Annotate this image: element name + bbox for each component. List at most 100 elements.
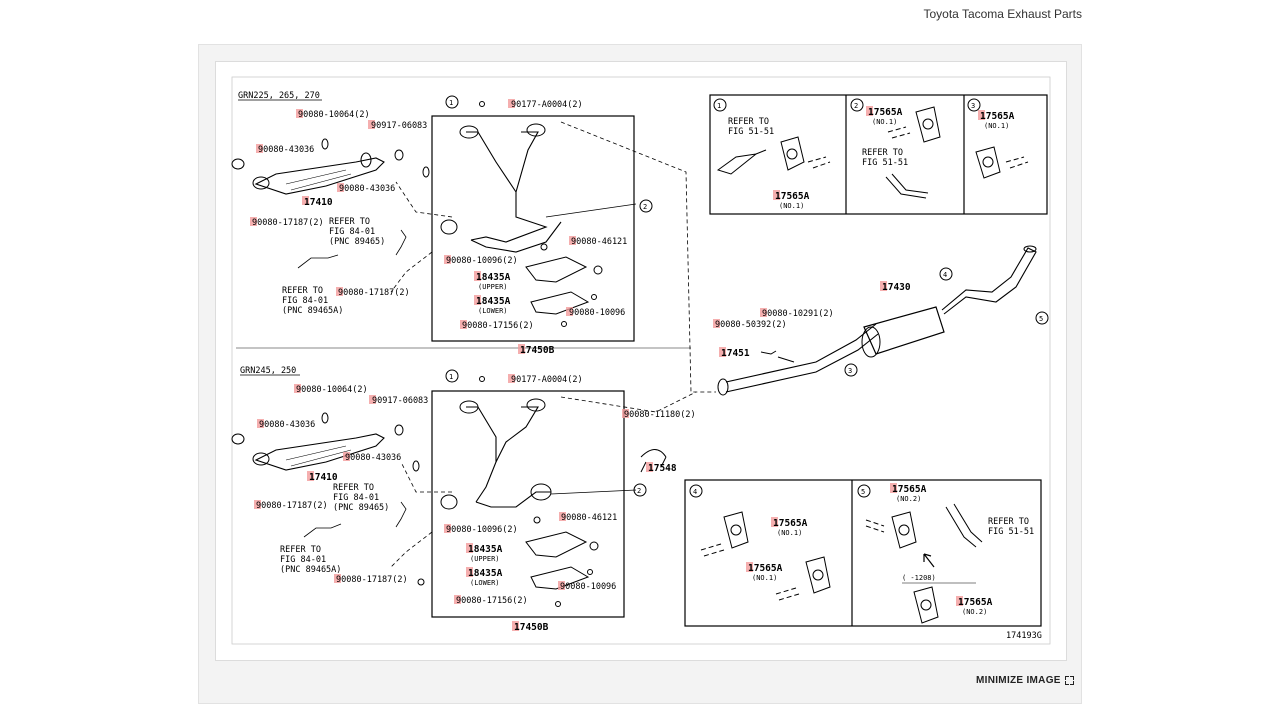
diagram-border xyxy=(231,76,1051,645)
label-bottom-r1b: FIG 84-01 xyxy=(333,493,379,503)
label-top-r1c: (PNC 89465) xyxy=(329,237,385,247)
label-top-p4: 90080-43036 xyxy=(339,184,395,194)
detail4-sub2: (NO.1) xyxy=(752,574,777,582)
label-bottom-p13: 90080-10096 xyxy=(560,582,616,592)
label-top-p14: 90080-17156(2) xyxy=(462,321,534,331)
detail4-part1: 17565A xyxy=(773,518,808,529)
detail2-rb: FIG 51-51 xyxy=(862,158,908,168)
label-bottom-p17: 17548 xyxy=(648,463,677,474)
diagram-frame: GRN225, 265, 270 xyxy=(215,61,1067,661)
callout-2-top: 2 xyxy=(643,203,647,211)
label-top-r2b: FIG 84-01 xyxy=(282,296,328,306)
detail4-part2: 17565A xyxy=(748,563,783,574)
detail4-num: 4 xyxy=(693,488,697,496)
label-top-p1: 90080-10064(2) xyxy=(298,110,370,120)
label-bottom-p8: 90177-A0004(2) xyxy=(511,375,583,385)
callout-3-main: 3 xyxy=(848,367,852,375)
page-title: Toyota Tacoma Exhaust Parts xyxy=(923,7,1082,21)
detail2-ra: REFER TO xyxy=(862,148,903,158)
label-right-p4: 17451 xyxy=(721,348,750,359)
callout-1-bottom: 1 xyxy=(449,373,453,381)
label-bottom-p1: 90080-10064(2) xyxy=(296,385,368,395)
callout-2-bottom: 2 xyxy=(637,487,641,495)
detail3-part: 17565A xyxy=(980,111,1015,122)
detail1-num: 1 xyxy=(717,102,721,110)
label-bottom-p14: 90080-17156(2) xyxy=(456,596,528,606)
detail5-part1: 17565A xyxy=(892,484,927,495)
top-heading: GRN225, 265, 270 xyxy=(238,91,320,101)
detail5-num: 5 xyxy=(861,488,865,496)
exhaust-parts-diagram: GRN225, 265, 270 xyxy=(231,76,1051,645)
label-top-p2: 90917-06083 xyxy=(371,121,427,131)
label-bottom-p3: 90080-43036 xyxy=(259,420,315,430)
detail2-num: 2 xyxy=(854,102,858,110)
detail5-ra: REFER TO xyxy=(988,517,1029,527)
detail2-sub: (NO.1) xyxy=(872,118,897,126)
detail-box-bottom: 4 17565A (NO.1) 17565A (NO.1) 5 17565A (… xyxy=(684,479,1042,627)
detail1-ra: REFER TO xyxy=(728,117,769,127)
minimize-label: MINIMIZE IMAGE xyxy=(976,675,1061,686)
detail5-sub2: (NO.2) xyxy=(962,608,987,616)
minimize-image-button[interactable]: MINIMIZE IMAGE xyxy=(976,675,1074,686)
label-bottom-p6: 90080-17187(2) xyxy=(256,501,328,511)
figure-code: 174193G xyxy=(1006,631,1042,641)
detail4-sub1: (NO.1) xyxy=(777,529,802,537)
label-top-p10: 90080-10096(2) xyxy=(446,256,518,266)
detail3-sub: (NO.1) xyxy=(984,122,1009,130)
label-top-p11s: (UPPER) xyxy=(478,283,508,291)
callout-4-main: 4 xyxy=(943,271,947,279)
callout-1-top: 1 xyxy=(449,99,453,107)
label-bottom-p12: 18435A xyxy=(468,568,503,579)
label-bottom-p16: 90080-11180(2) xyxy=(624,410,696,420)
top-section: GRN225, 265, 270 xyxy=(231,91,716,393)
label-top-r2a: REFER TO xyxy=(282,286,323,296)
label-bottom-r2a: REFER TO xyxy=(280,545,321,555)
label-top-p12s: (LOWER) xyxy=(478,307,508,315)
label-top-p6: 90080-17187(2) xyxy=(252,218,324,228)
label-bottom-p5: 17410 xyxy=(309,472,338,483)
label-top-p7: 90080-17187(2) xyxy=(338,288,410,298)
label-top-p8: 90177-A0004(2) xyxy=(511,100,583,110)
label-top-p9: 90080-46121 xyxy=(571,237,627,247)
label-bottom-p15: 17450B xyxy=(514,622,549,633)
detail3-num: 3 xyxy=(971,102,975,110)
image-viewer: GRN225, 265, 270 xyxy=(198,44,1082,704)
detail5-sub1: (NO.2) xyxy=(896,495,921,503)
label-bottom-p2: 90917-06083 xyxy=(372,396,428,406)
bottom-section: GRN245, 250 xyxy=(231,366,697,633)
detail1-rb: FIG 51-51 xyxy=(728,127,774,137)
label-right-p3: 90080-50392(2) xyxy=(715,320,787,330)
label-top-p13: 90080-10096 xyxy=(569,308,625,318)
label-bottom-p9: 90080-46121 xyxy=(561,513,617,523)
label-top-p3: 90080-43036 xyxy=(258,145,314,155)
detail5-part2: 17565A xyxy=(958,597,993,608)
label-bottom-r2c: (PNC 89465A) xyxy=(280,565,341,575)
label-top-p15: 17450B xyxy=(520,345,555,356)
label-top-p11: 18435A xyxy=(476,272,511,283)
label-bottom-p10: 90080-10096(2) xyxy=(446,525,518,535)
label-top-p12: 18435A xyxy=(476,296,511,307)
detail2-part: 17565A xyxy=(868,107,903,118)
detail-box-top: 1 REFER TO FIG 51-51 17565A (NO.1) 2 175… xyxy=(709,94,1048,215)
label-bottom-p4: 90080-43036 xyxy=(345,453,401,463)
label-bottom-r1c: (PNC 89465) xyxy=(333,503,389,513)
bottom-heading: GRN245, 250 xyxy=(240,366,296,376)
callout-5-main: 5 xyxy=(1039,315,1043,323)
detail1-sub: (NO.1) xyxy=(779,202,804,210)
label-top-r1a: REFER TO xyxy=(329,217,370,227)
label-bottom-p7: 90080-17187(2) xyxy=(336,575,408,585)
label-top-r2c: (PNC 89465A) xyxy=(282,306,343,316)
collapse-icon xyxy=(1064,676,1074,685)
detail5-rb: FIG 51-51 xyxy=(988,527,1034,537)
detail1-part: 17565A xyxy=(775,191,810,202)
label-bottom-r2b: FIG 84-01 xyxy=(280,555,326,565)
label-top-p5: 17410 xyxy=(304,197,333,208)
label-bottom-p12s: (LOWER) xyxy=(470,579,500,587)
detail5-range: ( -1208) xyxy=(902,574,936,582)
label-bottom-p11: 18435A xyxy=(468,544,503,555)
label-bottom-p11s: (UPPER) xyxy=(470,555,500,563)
label-right-p1: 17430 xyxy=(882,282,911,293)
label-bottom-r1a: REFER TO xyxy=(333,483,374,493)
muffler-section: 4 3 5 17430 90080-10291(2) 90080-50392(2… xyxy=(713,245,1049,396)
label-top-r1b: FIG 84-01 xyxy=(329,227,375,237)
